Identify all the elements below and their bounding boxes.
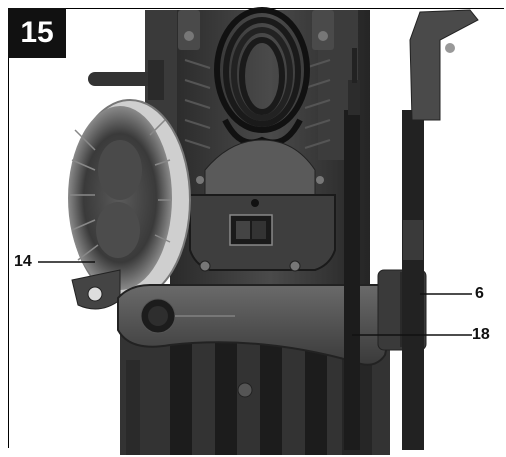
spray-lance <box>344 48 360 450</box>
crank-handle <box>88 60 164 100</box>
rotary-brush <box>68 99 191 301</box>
control-panel <box>189 176 336 272</box>
figure-number: 15 <box>8 8 66 58</box>
motor-housing <box>204 139 316 201</box>
power-switch-on-side <box>236 221 250 239</box>
accessory-tray <box>117 284 397 366</box>
callout-6: 6 <box>475 285 484 302</box>
callout-14: 14 <box>14 253 32 270</box>
callout-18: 18 <box>472 326 490 343</box>
callout-leaders <box>38 261 472 336</box>
power-switch-off-side <box>252 221 266 239</box>
spray-gun <box>402 9 479 450</box>
figure-frame-left <box>8 8 9 448</box>
